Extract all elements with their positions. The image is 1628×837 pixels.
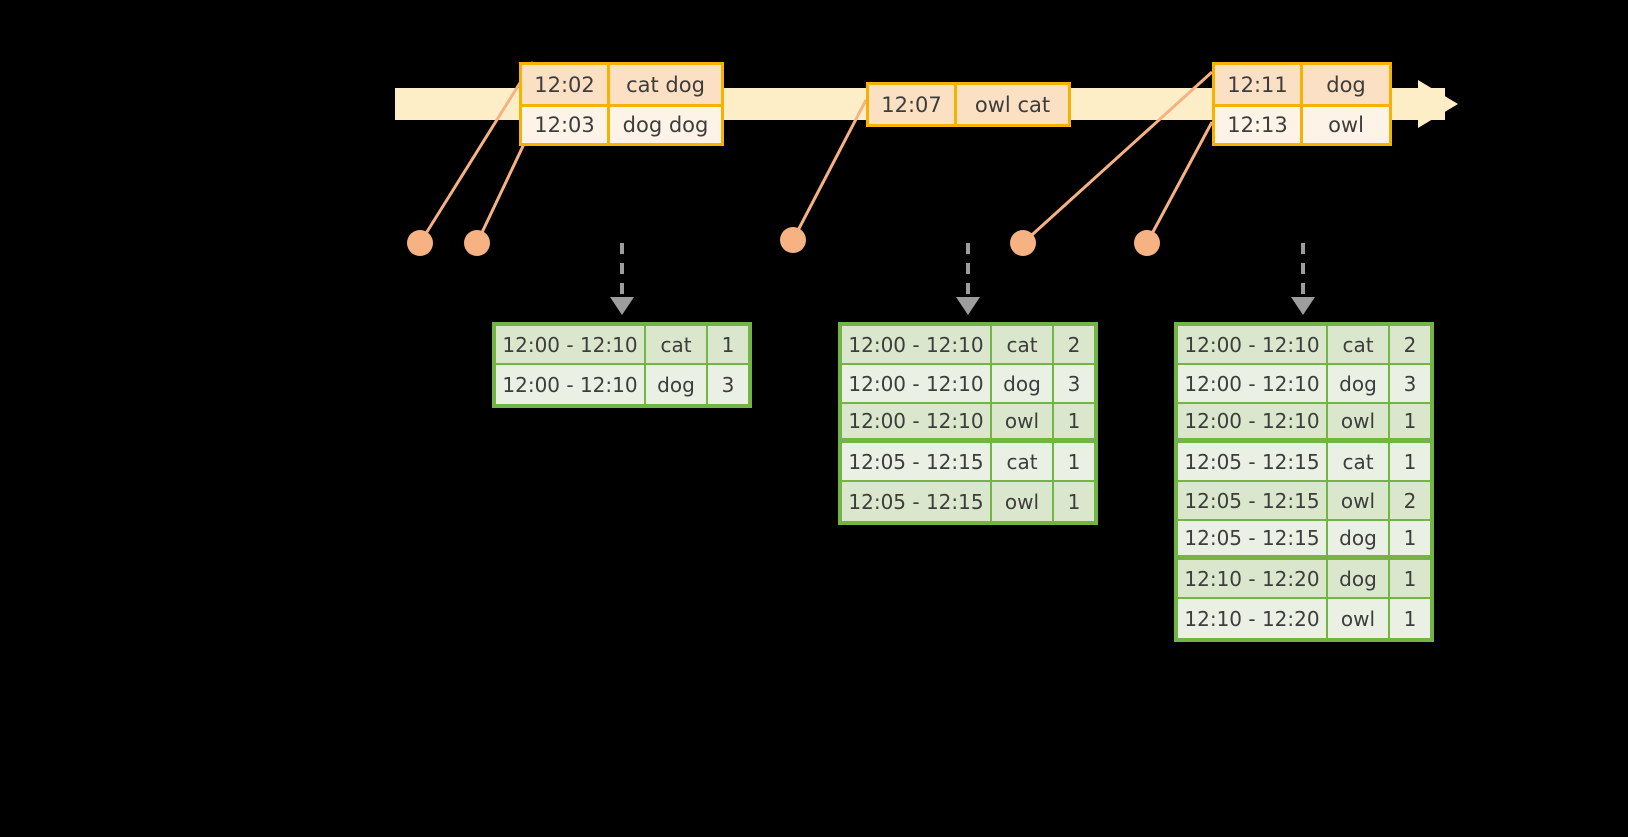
window-cell: 12:10 - 12:20 — [1178, 560, 1328, 597]
word-cell: cat — [1328, 443, 1390, 480]
event-time: 12:07 — [869, 85, 957, 124]
event-dot-12-03 — [464, 230, 490, 256]
word-cell: dog — [992, 365, 1054, 402]
down-arrow-to-table-2-head-icon — [956, 297, 980, 315]
event-row: 12:07 owl cat — [869, 85, 1068, 124]
event-row: 12:13 owl — [1215, 104, 1389, 143]
word-cell: cat — [646, 326, 708, 363]
count-cell: 3 — [1403, 371, 1417, 396]
event-time: 12:03 — [522, 107, 610, 143]
window-cell: 12:00 - 12:10 — [842, 404, 992, 438]
event-words: dog — [1326, 72, 1366, 97]
word-cell: owl — [992, 404, 1054, 438]
event-row: 12:03 dog dog — [522, 104, 721, 143]
timeline-arrowhead-icon — [1418, 80, 1458, 128]
count-cell: 2 — [1067, 332, 1081, 357]
count-cell: 1 — [1067, 489, 1081, 514]
window-cell: 12:05 - 12:15 — [1178, 521, 1328, 555]
window-cell: 12:05 - 12:15 — [1178, 482, 1328, 519]
count-cell: 1 — [721, 332, 735, 357]
count-cell: 3 — [721, 372, 735, 397]
word-cell: owl — [992, 482, 1054, 521]
event-dot-12-13 — [1134, 230, 1160, 256]
connector-12-13 — [1145, 121, 1214, 244]
window-cell: 12:05 - 12:15 — [842, 482, 992, 521]
word-cell: dog — [646, 365, 708, 404]
event-time: 12:02 — [522, 65, 610, 104]
count-cell: 1 — [1403, 566, 1417, 591]
event-row: 12:11 dog — [1215, 65, 1389, 104]
window-cell: 12:00 - 12:10 — [1178, 326, 1328, 363]
word-cell: cat — [1328, 326, 1390, 363]
count-cell: 1 — [1067, 449, 1081, 474]
count-cell: 3 — [1067, 371, 1081, 396]
event-words: dog dog — [622, 113, 709, 137]
window-cell: 12:10 - 12:20 — [1178, 599, 1328, 638]
word-cell: dog — [1328, 365, 1390, 402]
event-words: owl — [1328, 113, 1364, 137]
window-cell: 12:00 - 12:10 — [842, 365, 992, 402]
event-dot-12-07 — [780, 227, 806, 253]
word-cell: dog — [1328, 521, 1390, 555]
count-cell: 2 — [1403, 488, 1417, 513]
event-box-1[interactable]: 12:02 cat dog 12:03 dog dog — [519, 62, 724, 146]
word-cell: cat — [992, 326, 1054, 363]
window-cell: 12:00 - 12:10 — [496, 326, 646, 363]
count-cell: 1 — [1403, 409, 1417, 433]
word-cell: cat — [992, 443, 1054, 480]
down-arrow-to-table-1-head-icon — [610, 297, 634, 315]
word-cell: owl — [1328, 599, 1390, 638]
count-cell: 1 — [1067, 409, 1081, 433]
event-box-3[interactable]: 12:11 dog 12:13 owl — [1212, 62, 1392, 146]
window-cell: 12:05 - 12:15 — [1178, 443, 1328, 480]
window-cell: 12:00 - 12:10 — [1178, 365, 1328, 402]
event-words: owl cat — [974, 92, 1051, 117]
connector-12-07 — [791, 99, 868, 241]
event-time: 12:11 — [1215, 65, 1303, 104]
count-cell: 1 — [1403, 606, 1417, 631]
down-arrow-to-table-3-head-icon — [1291, 297, 1315, 315]
event-dot-12-02 — [407, 230, 433, 256]
word-cell: dog — [1328, 560, 1390, 597]
event-dot-12-11 — [1010, 230, 1036, 256]
window-cell: 12:00 - 12:10 — [496, 365, 646, 404]
count-cell: 1 — [1403, 526, 1417, 550]
event-box-2[interactable]: 12:07 owl cat — [866, 82, 1071, 127]
word-cell: owl — [1328, 404, 1390, 438]
event-time: 12:13 — [1215, 107, 1303, 143]
window-cell: 12:05 - 12:15 — [842, 443, 992, 480]
count-cell: 1 — [1403, 449, 1417, 474]
count-cell: 2 — [1403, 332, 1417, 357]
window-cell: 12:00 - 12:10 — [1178, 404, 1328, 438]
event-row: 12:02 cat dog — [522, 65, 721, 104]
word-cell: owl — [1328, 482, 1390, 519]
window-cell: 12:00 - 12:10 — [842, 326, 992, 363]
event-words: cat dog — [626, 72, 705, 97]
